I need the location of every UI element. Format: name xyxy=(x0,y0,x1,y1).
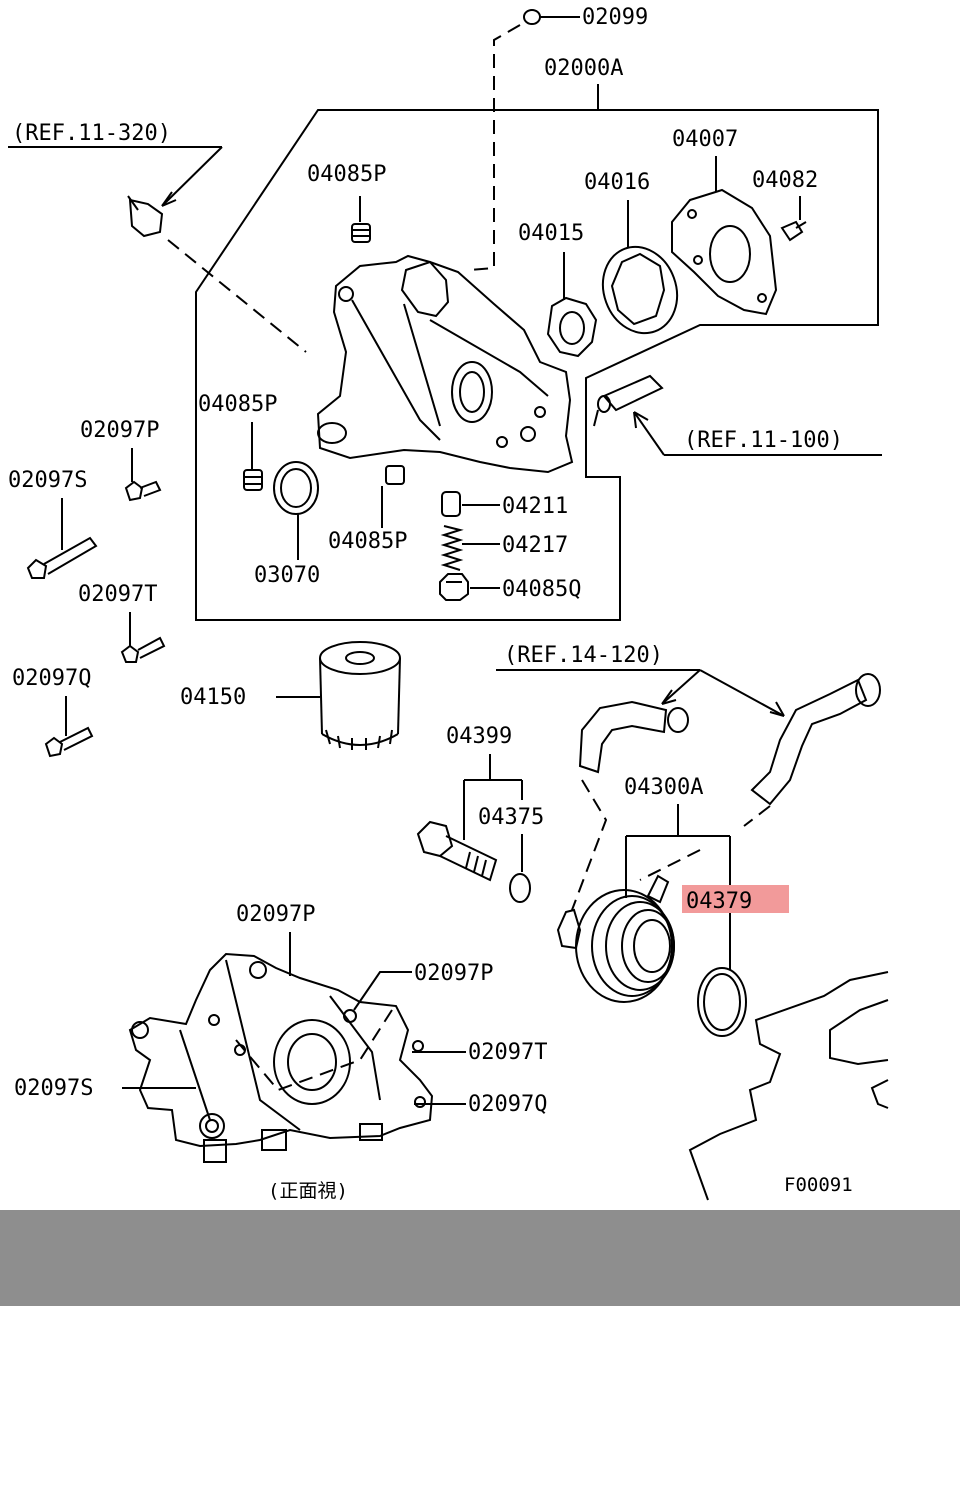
inner-rotor-04015-icon xyxy=(546,296,598,358)
sensor-ref-11-320-icon xyxy=(127,195,164,238)
bolt-02097T-left-icon xyxy=(120,636,166,663)
label-02097T-left: 02097T xyxy=(78,582,157,607)
label-04085P-left: 04085P xyxy=(198,392,277,417)
screw-04082-icon xyxy=(780,220,807,242)
label-04217: 04217 xyxy=(502,533,568,558)
oil-seal-03070-icon xyxy=(273,461,319,515)
oil-pump-body-icon xyxy=(316,254,574,474)
label-04375: 04375 xyxy=(478,805,544,830)
o-ring-04379-icon xyxy=(697,967,747,1037)
label-04085P-top: 04085P xyxy=(307,162,386,187)
label-02099: 02099 xyxy=(582,5,648,30)
label-04085P-mid: 04085P xyxy=(328,529,407,554)
oil-filter-04150-icon xyxy=(319,641,401,750)
label-02097P-left: 02097P xyxy=(80,418,159,443)
label-04379: 04379 xyxy=(686,889,752,914)
label-04211: 04211 xyxy=(502,494,568,519)
bolt-02097P-left-icon xyxy=(124,480,162,502)
o-ring-02099-icon xyxy=(523,9,541,25)
label-04085Q: 04085Q xyxy=(502,577,581,602)
label-02097Q-front: 02097Q xyxy=(468,1092,547,1117)
label-02097Q-left: 02097Q xyxy=(12,666,91,691)
label-ref-11-320: (REF.11-320) xyxy=(12,121,171,146)
bolt-02097S-left-icon xyxy=(26,536,98,579)
label-02000A: 02000A xyxy=(544,56,623,81)
plug-04085Q-icon xyxy=(439,573,469,601)
highlight-04379 xyxy=(682,885,789,913)
pump-cover-04007-icon xyxy=(671,188,778,316)
label-03070: 03070 xyxy=(254,563,320,588)
oil-cooler-04300A-icon xyxy=(556,874,675,1003)
figure-id: F00091 xyxy=(784,1174,853,1196)
parts-diagram: 02099 02000A (REF.11-320) 04085P 04015 xyxy=(8,5,889,1202)
bolt-04399-icon xyxy=(416,820,498,882)
hose-short-icon xyxy=(578,700,689,774)
front-view-pump-icon xyxy=(128,952,434,1163)
spring-04217-icon xyxy=(440,525,464,571)
label-04150: 04150 xyxy=(180,685,246,710)
label-02097P-front-1: 02097P xyxy=(236,902,315,927)
label-04007: 04007 xyxy=(672,127,738,152)
washer-04375-icon xyxy=(509,873,531,903)
label-04016: 04016 xyxy=(584,170,650,195)
outer-rotor-04016-icon xyxy=(601,245,679,335)
footer-brand-part-number: MITSUBISHI - 1240A125 xyxy=(172,1333,575,1374)
plug-04085P-mid-icon xyxy=(385,465,405,485)
sensor-ref-11-100-icon xyxy=(593,374,664,427)
label-ref-14-120: (REF.14-120) xyxy=(504,643,663,668)
footer-diagram-position: N - 04379 xyxy=(630,1429,789,1470)
bolt-02097Q-left-icon xyxy=(44,726,94,758)
plunger-04211-icon xyxy=(441,491,461,517)
label-02097S-left: 02097S xyxy=(8,468,87,493)
engine-block-edge-icon xyxy=(688,971,889,1201)
assembly-frame xyxy=(195,109,879,621)
label-04399: 04399 xyxy=(446,724,512,749)
label-02097S-front: 02097S xyxy=(14,1076,93,1101)
label-04082: 04082 xyxy=(752,168,818,193)
label-ref-11-100: (REF.11-100) xyxy=(684,428,843,453)
label-02097T-front: 02097T xyxy=(468,1040,547,1065)
plug-04085P-top-icon xyxy=(351,223,371,243)
hose-long-icon xyxy=(750,673,881,806)
label-04015: 04015 xyxy=(518,221,584,246)
front-view-caption: (正面視) xyxy=(268,1180,348,1202)
footer-bar: MITSUBISHI - 1240A125 N - 04379 xyxy=(0,1210,960,1470)
plug-04085P-left-icon xyxy=(243,469,263,491)
label-02097P-front-2: 02097P xyxy=(414,961,493,986)
label-04300A: 04300A xyxy=(624,775,703,800)
